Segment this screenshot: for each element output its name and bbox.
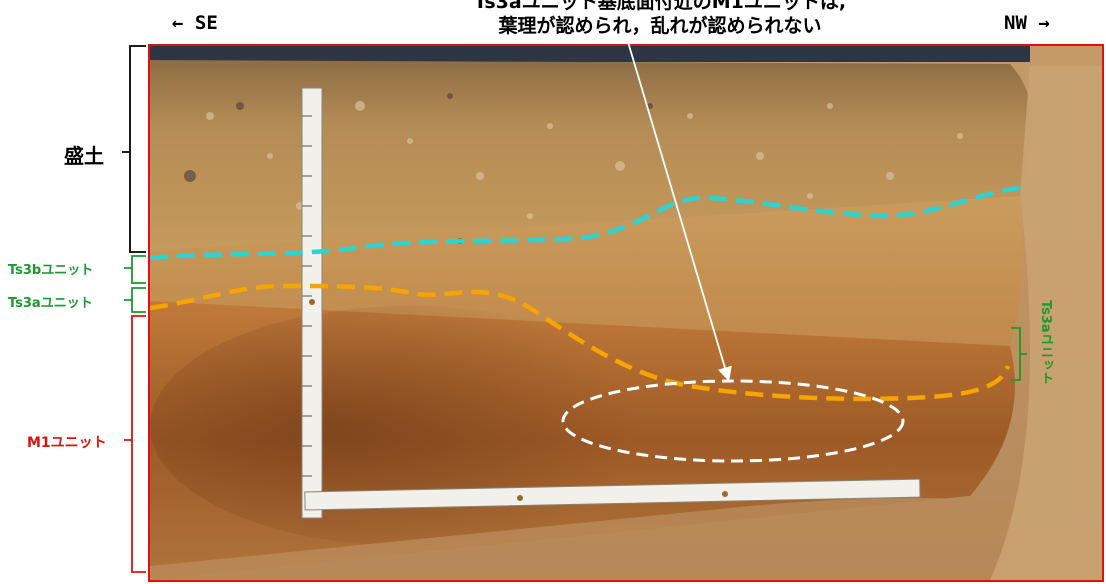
outcrop-photo-drawing <box>150 46 1102 580</box>
outcrop-photo <box>148 44 1104 582</box>
ts3a-label: Ts3aユニット <box>8 296 93 311</box>
vertical-ruler <box>301 87 323 519</box>
fill-bracket <box>122 45 146 253</box>
ts3b-bracket <box>124 255 146 284</box>
caption-line-1: Ts3aユニット基底面付近のM1ユニットは, <box>473 0 847 13</box>
ts3a-bracket <box>124 287 146 313</box>
ts3b-label: Ts3bユニット <box>8 263 94 278</box>
m1-bracket <box>124 315 146 573</box>
fill-label: 盛土 <box>64 144 104 168</box>
m1-label: M1ユニット <box>27 435 107 451</box>
direction-nw-label: NW → <box>1004 12 1050 34</box>
horizontal-ruler <box>304 478 921 511</box>
caption: Ts3aユニット基底面付近のM1ユニットは, 葉理が認められ，乱れが認められない <box>380 0 940 38</box>
ts3a-right-label: Ts3aユニット <box>1038 300 1053 385</box>
laminae-ellipse <box>561 379 905 463</box>
direction-se-label: ← SE <box>172 12 218 34</box>
caption-line-2: 葉理が認められ，乱れが認められない <box>498 15 822 37</box>
